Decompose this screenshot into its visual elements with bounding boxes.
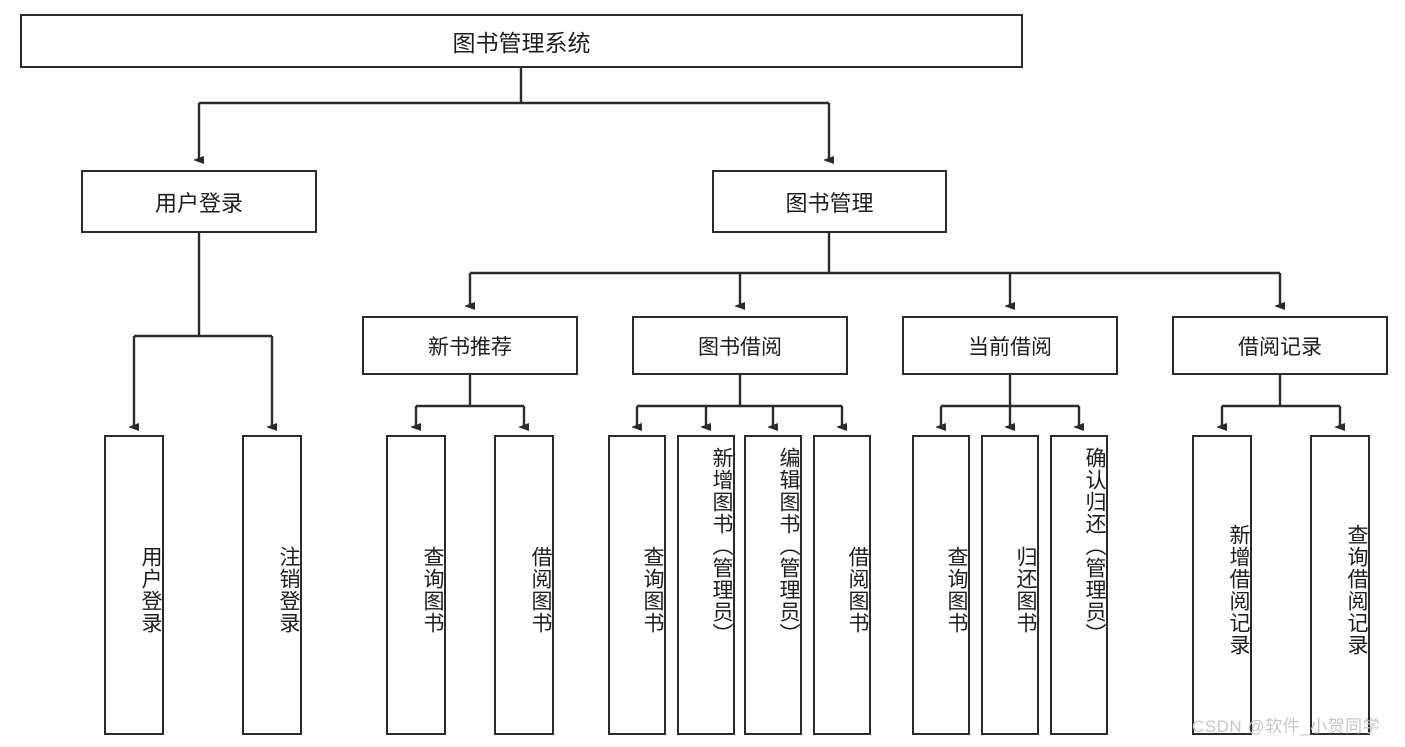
node-borrow-record[interactable]: 借阅记录 — [1172, 316, 1388, 375]
node-root-system[interactable]: 图书管理系统 — [20, 14, 1023, 68]
leaf-current-query-book[interactable]: 查询图书 — [912, 435, 970, 735]
leaf-user-login-signin[interactable]: 用户登录 — [104, 435, 164, 735]
node-new-book-recommend[interactable]: 新书推荐 — [362, 316, 578, 375]
leaf-record-query-record[interactable]: 查询借阅记录 — [1310, 435, 1370, 735]
csdn-watermark: CSDN @软件_小贺同学 — [1192, 717, 1381, 736]
leaf-record-add-record[interactable]: 新增借阅记录 — [1192, 435, 1252, 735]
leaf-borrow-borrow-book[interactable]: 借阅图书 — [813, 435, 871, 735]
node-book-management[interactable]: 图书管理 — [712, 170, 947, 233]
leaf-borrow-add-book-admin[interactable]: 新增图书（管理员） — [677, 435, 735, 735]
leaf-recommend-borrow-book[interactable]: 借阅图书 — [494, 435, 554, 735]
leaf-current-return-book[interactable]: 归还图书 — [981, 435, 1039, 735]
leaf-current-confirm-return-admin[interactable]: 确认归还（管理员） — [1050, 435, 1108, 735]
leaf-user-login-signout[interactable]: 注销登录 — [242, 435, 302, 735]
leaf-borrow-edit-book-admin[interactable]: 编辑图书（管理员） — [744, 435, 802, 735]
node-current-borrow[interactable]: 当前借阅 — [902, 316, 1118, 375]
node-book-borrow[interactable]: 图书借阅 — [632, 316, 848, 375]
leaf-borrow-query-book[interactable]: 查询图书 — [608, 435, 666, 735]
node-user-login[interactable]: 用户登录 — [81, 170, 317, 233]
leaf-recommend-query-book[interactable]: 查询图书 — [386, 435, 446, 735]
